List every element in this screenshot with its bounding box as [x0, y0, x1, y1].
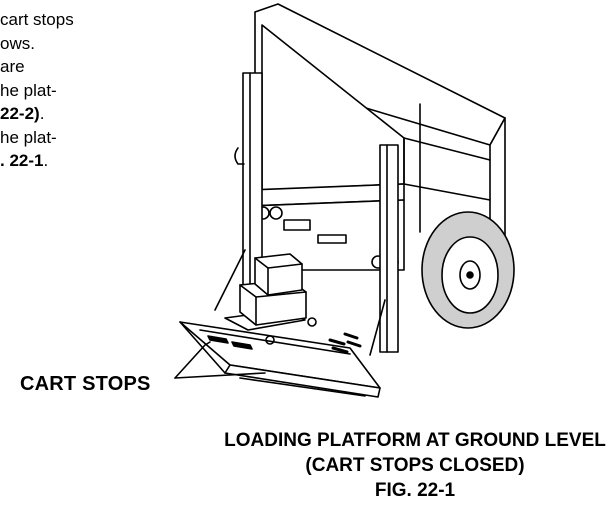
cart-stops-callout: CART STOPS [20, 373, 151, 395]
instruction-text: cart stops ows. are he plat- 22-2). he p… [0, 8, 220, 173]
truck-side-top [403, 137, 491, 161]
text-fragment: . [39, 104, 45, 123]
figure-caption: LOADING PLATFORM AT GROUND LEVEL (CART S… [220, 428, 610, 503]
cart-stop-left [207, 335, 229, 344]
caption-subtitle: (CART STOPS CLOSED) [305, 455, 525, 476]
text-line: he plat- [0, 127, 57, 147]
callout-leader-upper [174, 341, 211, 379]
upper-box [254, 253, 303, 296]
text-fragment: . [43, 151, 49, 170]
text-line: 22-2). [0, 102, 220, 126]
figure-reference: 22-2) [0, 104, 40, 123]
cart-wheel [265, 335, 275, 345]
figure-reference: . 22-1 [0, 151, 44, 170]
right-column [379, 144, 399, 353]
caption-figure-number: FIG. 22-1 [374, 480, 456, 501]
callout-leader-lower [174, 372, 266, 379]
caption-title: LOADING PLATFORM AT GROUND LEVEL [224, 430, 606, 451]
support-arm-right [369, 299, 386, 356]
tread-marks [328, 332, 362, 354]
cart-stop-right [231, 341, 253, 350]
plate-bracket [283, 219, 311, 231]
text-line: . 22-1. [0, 149, 220, 173]
text-line: are [0, 57, 25, 76]
label-plate [317, 234, 347, 244]
text-line: cart stops [0, 10, 74, 29]
support-arm-left [214, 249, 246, 311]
text-line: he plat- [0, 80, 57, 100]
text-line: ows. [0, 33, 35, 53]
column-bracket [234, 147, 245, 165]
